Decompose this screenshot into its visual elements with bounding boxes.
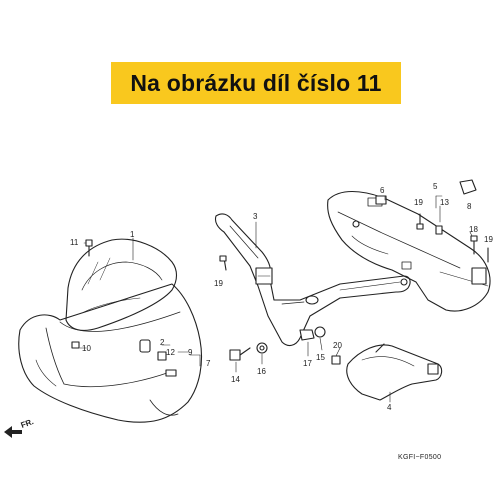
handlebar [214,213,411,347]
callout-11: 11 [70,238,79,247]
callout-14: 14 [231,375,240,384]
nut-17 [299,329,315,341]
clip-9 [165,369,177,377]
washer-16 [256,342,268,354]
callout-10: 10 [82,344,91,353]
bolt-20 [331,355,341,365]
clip-8 [459,179,477,195]
callout-7: 7 [206,359,211,368]
screw-6 [375,195,387,205]
callout-2: 2 [160,338,165,347]
screw-19-top [416,213,424,230]
callout-5: 5 [433,182,438,191]
banner-text: Na obrázku díl číslo 11 [130,69,382,96]
leader-lines [79,195,473,403]
callout-20: 20 [333,341,342,350]
screw-18 [470,235,478,255]
callout-19-right: 19 [484,235,493,244]
callout-3: 3 [253,212,258,221]
windscreen [65,238,178,331]
screw-11 [85,239,93,257]
collar-15 [314,326,326,338]
part-number-banner: Na obrázku díl číslo 11 [111,62,401,104]
clip-12 [157,351,167,361]
callout-16: 16 [257,367,266,376]
callout-12: 12 [166,348,175,357]
diagram-code: KGFI−F0500 [398,454,442,461]
stay-bracket [346,343,443,401]
grommet-2 [139,339,151,353]
nut-10 [71,341,80,349]
clip-13 [435,225,443,235]
callout-1: 1 [130,230,135,239]
callout-13: 13 [440,198,449,207]
callout-19-top: 19 [414,198,423,207]
callout-9: 9 [188,348,193,357]
front-cowl [18,283,203,423]
callout-18: 18 [469,225,478,234]
bolt-14 [229,347,251,361]
callout-8: 8 [467,202,472,211]
callout-labels: 1 2 3 4 5 6 7 8 9 10 11 12 13 14 15 16 1… [70,182,493,412]
callout-17: 17 [303,359,312,368]
callout-4: 4 [387,403,392,412]
callout-15: 15 [316,353,325,362]
front-arrow-label: FR. [20,417,35,430]
callout-19-left: 19 [214,279,223,288]
front-direction-arrow: FR. [4,417,35,438]
callout-6: 6 [380,186,385,195]
screw-19-left [219,255,227,271]
inner-cover-assembly [327,190,491,312]
